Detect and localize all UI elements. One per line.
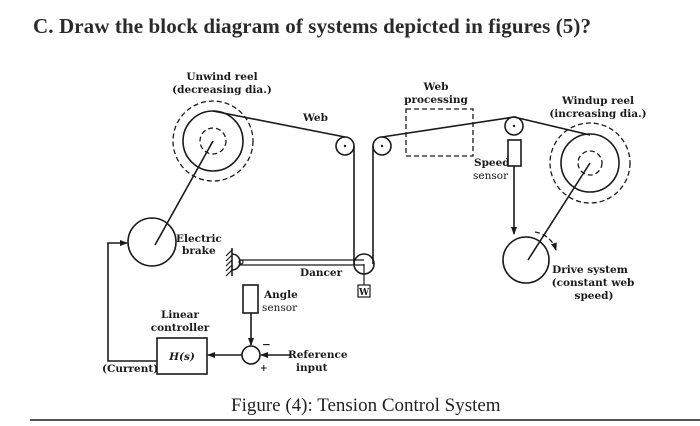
controller-block <box>156 337 208 375</box>
drive-shaft <box>527 162 591 261</box>
minus-sign: − <box>262 339 271 351</box>
angle-sensor-label-2: sensor <box>262 302 298 314</box>
web-segment-1 <box>212 110 346 138</box>
web-processing-label-1: Web <box>423 81 449 93</box>
reference-input-label-1: Reference <box>288 349 348 361</box>
current-signal-path <box>107 240 157 362</box>
electric-brake <box>127 217 177 267</box>
idler-roller-2-axle <box>380 144 384 148</box>
angle-sensor-box <box>242 284 259 314</box>
web-segment-2 <box>381 116 515 138</box>
speed-roller-axle <box>512 124 516 128</box>
linear-controller-label-2: controller <box>151 322 210 334</box>
drive-system-motor <box>502 236 550 284</box>
dancer-pivot-pin <box>238 259 244 265</box>
speed-sensor-box <box>507 139 522 167</box>
drive-system-label-2: (constant web <box>552 277 635 289</box>
current-label: (Current) <box>102 363 158 375</box>
idler-roller-1-axle <box>343 144 347 148</box>
unwind-reel-label-1: Unwind reel <box>186 71 257 83</box>
reference-input-label-2: input <box>296 362 328 374</box>
windup-reel-core-dashed <box>577 150 603 176</box>
web-processing-box <box>405 108 474 157</box>
drive-system-label-3: speed) <box>575 290 614 302</box>
dancer-pivot <box>231 253 241 271</box>
angle-sensor-label-1: Angle <box>263 289 298 301</box>
bottom-divider <box>30 419 700 421</box>
electric-brake-label-1: Electric <box>176 233 222 245</box>
unwind-reel-label-2: (decreasing dia.) <box>172 84 272 96</box>
question-heading: C. Draw the block diagram of systems dep… <box>33 14 592 38</box>
weight-label: W <box>358 288 370 298</box>
controller-transfer-function: H(s) <box>168 351 195 363</box>
summing-junction <box>241 345 261 365</box>
linear-controller-label-1: Linear <box>161 309 199 321</box>
weight-box <box>357 284 371 298</box>
unwind-reel-outer-dashed <box>172 100 254 182</box>
web-label: Web <box>302 112 328 124</box>
dancer-label: Dancer <box>300 267 343 279</box>
windup-reel-label-1: Windup reel <box>561 95 634 107</box>
electric-brake-label-2: brake <box>182 245 216 257</box>
windup-reel-label-2: (increasing dia.) <box>549 108 646 120</box>
web-segment-3 <box>513 116 591 136</box>
windup-reel-body <box>560 133 620 193</box>
brake-shaft <box>154 140 214 246</box>
wall-hatch <box>225 248 233 277</box>
unwind-reel-core-dashed <box>199 127 227 155</box>
speed-sensor-label-1: Speed <box>474 157 510 169</box>
web-processing-label-2: processing <box>404 94 468 106</box>
rotation-arrow-icon <box>534 231 557 251</box>
speed-sensor-label-2: sensor <box>473 170 509 182</box>
figure-caption: Figure (4): Tension Control System <box>231 395 501 416</box>
plus-sign: + <box>260 364 268 374</box>
windup-reel-outer-dashed <box>549 122 631 204</box>
windup-reel <box>549 122 631 204</box>
drive-system-label-1: Drive system <box>552 264 628 276</box>
